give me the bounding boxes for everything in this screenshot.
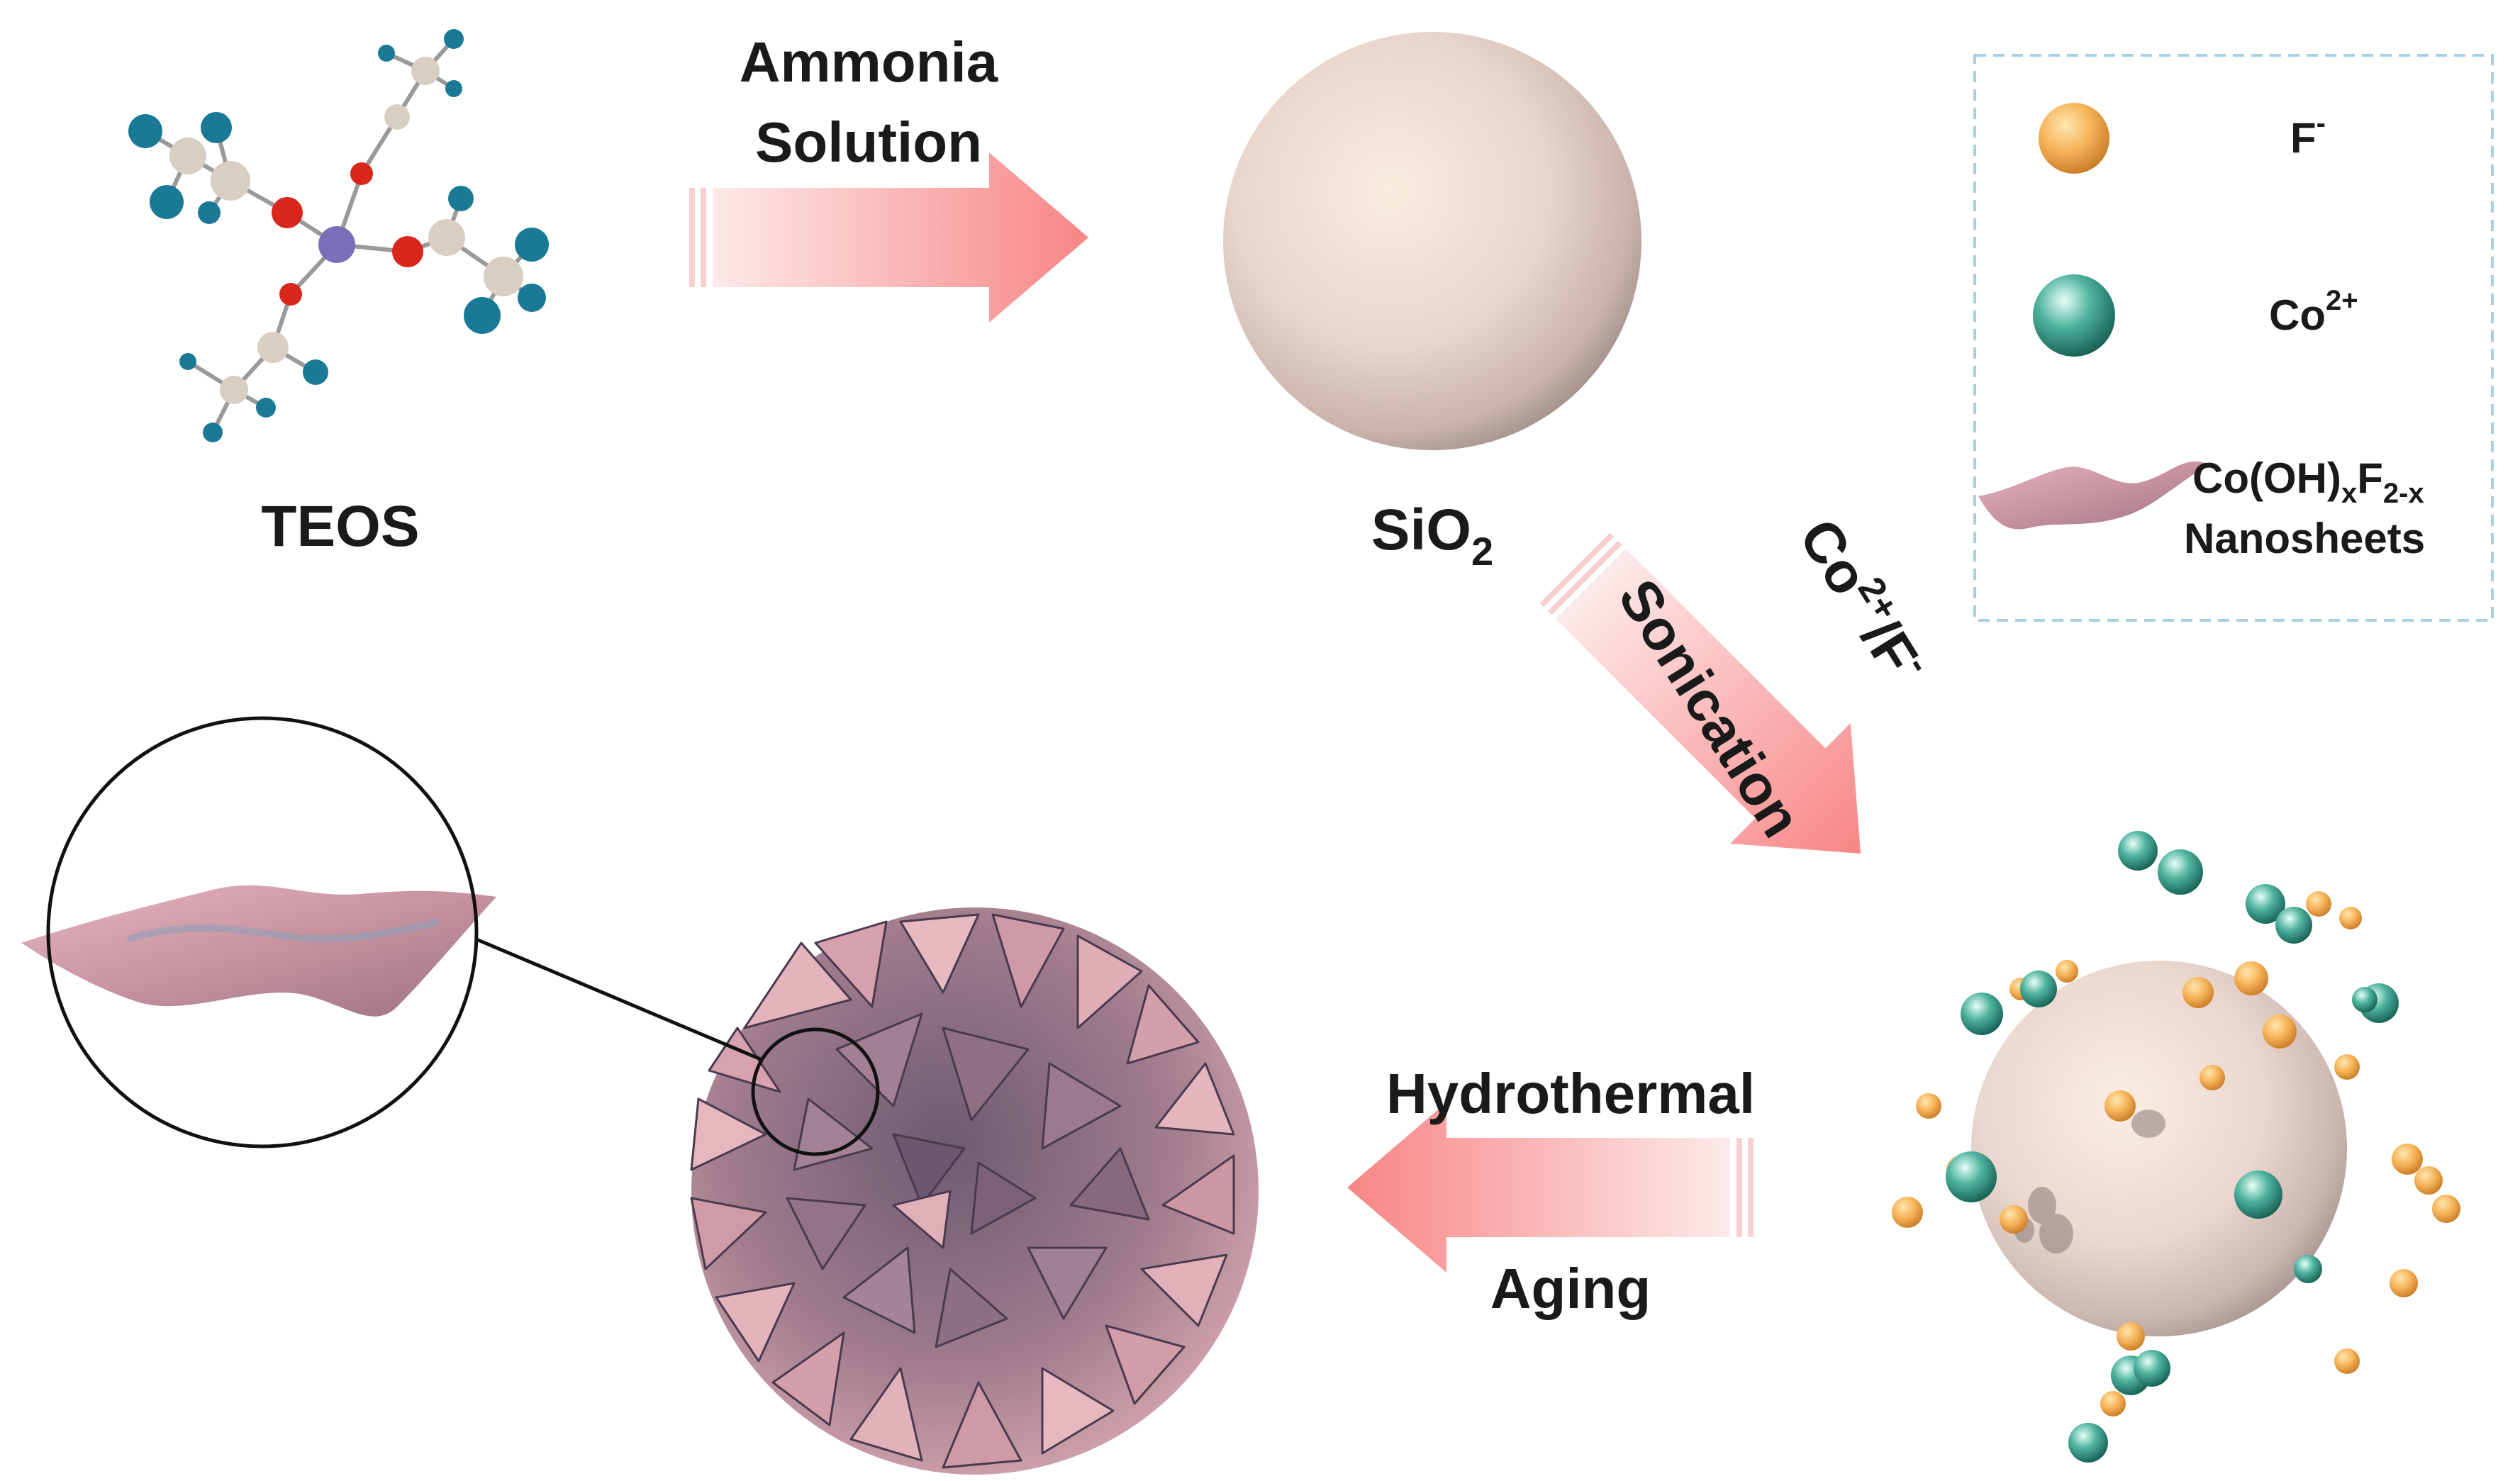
- zoom-circle: [46, 716, 479, 1149]
- legend-fluoride-main: F: [2290, 114, 2316, 162]
- silica-sphere-with-ions: [1971, 961, 2347, 1336]
- legend-fluoride-sup: -: [2316, 108, 2326, 139]
- silica-with-ions: [1892, 831, 2460, 1463]
- legend-cobalt-sup: 2+: [2326, 285, 2358, 316]
- nanosheet-zoom: [21, 716, 763, 1149]
- legend-cobalt-main: Co: [2269, 291, 2326, 339]
- legend-nanosheet-line1: Co(OH)xF2-x: [2192, 454, 2424, 509]
- cobalt-ion-icon: [2033, 274, 2115, 357]
- nanoflower: [690, 907, 1259, 1475]
- sio2-label: SiO2: [1371, 498, 1493, 574]
- nanoflower-zoom-marker: [751, 1027, 880, 1156]
- ammonia-label-line2: Solution: [755, 111, 982, 174]
- legend-fluoride-label: F-: [2290, 108, 2326, 162]
- teos-molecule: [128, 29, 549, 442]
- zoom-connector-line: [476, 937, 763, 1062]
- cobalt-ions: [1946, 831, 2399, 1463]
- arrow-sonication: [1539, 532, 1861, 854]
- hydrothermal-label: Hydrothermal: [1386, 1062, 1755, 1125]
- legend-box: [1973, 54, 2494, 622]
- aging-label: Aging: [1490, 1257, 1651, 1320]
- sio2-label-main: SiO: [1371, 498, 1471, 562]
- nanosheet-petals: [690, 913, 1235, 1469]
- sio2-label-sub: 2: [1471, 529, 1493, 574]
- fluoride-ions: [1892, 891, 2460, 1416]
- arrow-hydrothermal: [1347, 1102, 1754, 1273]
- co-f-label-mid: /F: [1850, 608, 1930, 684]
- nanosheet-icon: [1978, 461, 2209, 530]
- legend-nanosheet-formula-b: F: [2357, 454, 2383, 502]
- co-f-label: Co2+/F-: [1788, 506, 1940, 695]
- zoomed-nanosheet-wave: [126, 918, 441, 943]
- legend: F- Co2+ Co(OH)xF2-x Nanosheets: [1973, 54, 2494, 622]
- legend-nanosheet-formula-a: Co(OH): [2192, 454, 2341, 502]
- legend-cobalt-label: Co2+: [2269, 285, 2358, 339]
- legend-nanosheet-line2: Nanosheets: [2184, 515, 2425, 562]
- ammonia-label-line1: Ammonia: [740, 30, 998, 94]
- silica-sphere: [1223, 32, 1641, 450]
- legend-nanosheet-formula-sub1: x: [2341, 478, 2357, 509]
- teos-label: TEOS: [261, 494, 419, 559]
- zoomed-nanosheet: [21, 885, 496, 1017]
- fluoride-ion-icon: [2039, 103, 2109, 174]
- arrow-ammonia: [689, 152, 1088, 323]
- legend-nanosheet-formula-sub2: 2-x: [2383, 478, 2424, 509]
